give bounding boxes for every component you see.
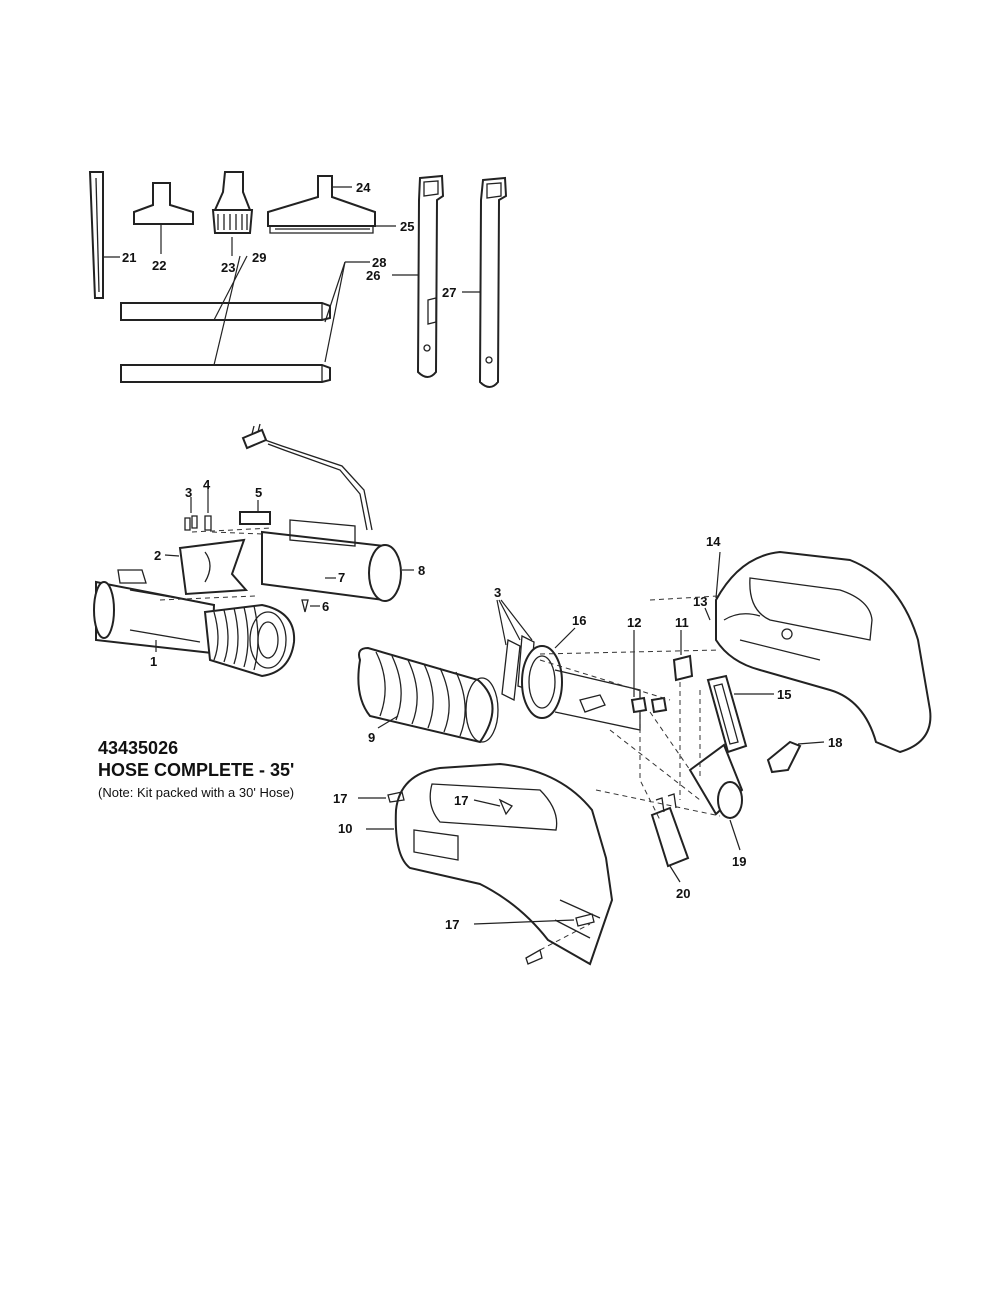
outlet-tube: [688, 743, 744, 851]
part-label-15: 15: [777, 687, 791, 702]
dusting-brush: [211, 171, 254, 256]
front-handle-housing: [366, 762, 614, 966]
part-label-6: 6: [322, 599, 329, 614]
upholstery-tool: [133, 182, 194, 254]
screw-6: [301, 599, 320, 613]
part-label-23: 23: [221, 260, 235, 275]
part-label-17-left: 17: [333, 791, 347, 806]
connector: [630, 630, 668, 714]
part-label-12: 12: [627, 615, 641, 630]
bracket: [239, 500, 271, 525]
part-label-14: 14: [706, 534, 721, 549]
button: [766, 740, 825, 774]
kit-note: (Note: Kit packed with a 30' Hose): [98, 785, 295, 800]
part-label-27: 27: [442, 285, 456, 300]
rear-handle-housing: [704, 550, 932, 754]
part-label-26: 26: [366, 268, 380, 283]
part-label-11: 11: [675, 615, 689, 630]
power-cord: [241, 423, 373, 531]
hose-cuff: [93, 569, 216, 655]
part-label-10: 10: [338, 821, 352, 836]
wand: [462, 176, 508, 388]
part-label-9: 9: [368, 730, 375, 745]
internal-tube: [554, 669, 641, 731]
sleeve-clip: [164, 538, 249, 596]
clips: [184, 489, 212, 531]
kit-title: HOSE COMPLETE - 35': [98, 760, 295, 780]
part-label-28: 28: [372, 255, 386, 270]
crevice-tool: [88, 171, 120, 299]
hose-coil-left: [203, 603, 296, 678]
switch-housing: [706, 674, 774, 754]
part-label-22: 22: [152, 258, 166, 273]
assembly-lines-handle: [539, 595, 721, 821]
part-label-16: 16: [572, 613, 586, 628]
part-label-3-center: 3: [494, 585, 501, 600]
part-label-4: 4: [203, 477, 211, 492]
kit-part-number: 43435026: [98, 738, 179, 758]
wand-with-latch: [392, 174, 445, 378]
hose-body-tube: [261, 519, 414, 602]
part-label-3-top: 3: [185, 485, 192, 500]
switch: [672, 630, 694, 682]
part-label-21: 21: [122, 250, 136, 265]
screws: [358, 791, 595, 965]
part-label-2: 2: [154, 548, 161, 563]
part-label-5: 5: [255, 485, 262, 500]
part-label-29: 29: [252, 250, 266, 265]
part-label-18: 18: [828, 735, 842, 750]
part-label-1: 1: [150, 654, 157, 669]
socket: [650, 793, 690, 883]
part-label-7: 7: [338, 570, 345, 585]
kit-info: 43435026 HOSE COMPLETE - 35' (Note: Kit …: [98, 737, 438, 803]
part-label-20: 20: [676, 886, 690, 901]
part-label-17-bottom: 17: [445, 917, 459, 932]
part-label-17-center: 17: [454, 793, 468, 808]
assembly-lines-hose: [159, 527, 273, 601]
part-label-19: 19: [732, 854, 746, 869]
part-label-25: 25: [400, 219, 414, 234]
part-label-8: 8: [418, 563, 425, 578]
hose-coil-center: [357, 646, 499, 744]
extension-tubes: [120, 255, 370, 383]
part-label-24: 24: [356, 180, 371, 195]
floor-tool: [267, 175, 396, 234]
